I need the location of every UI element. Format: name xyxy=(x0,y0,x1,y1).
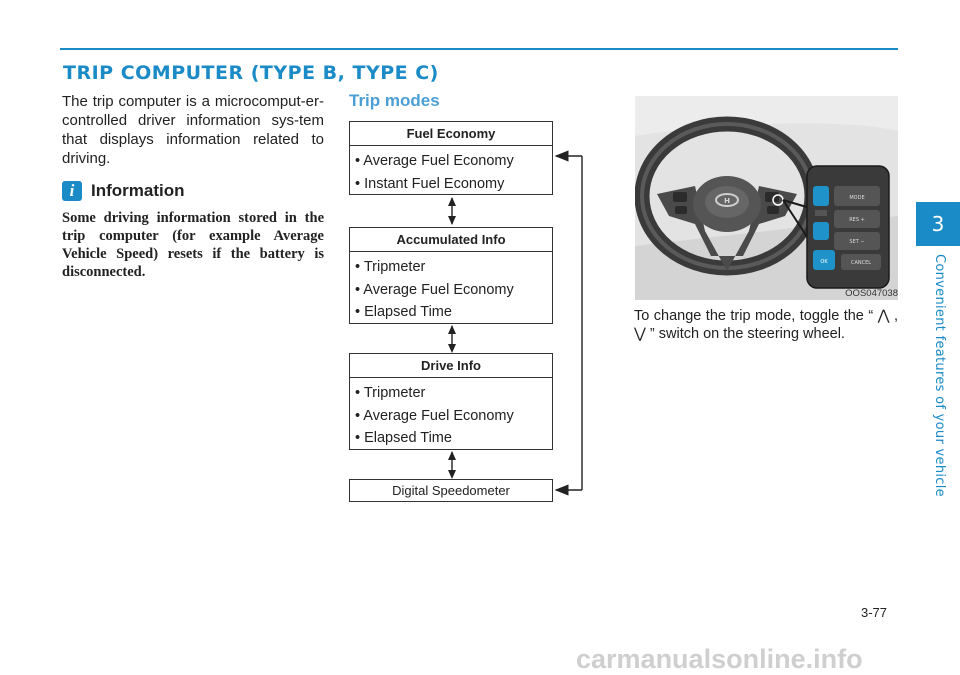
mode-box-items: • Average Fuel Economy • Instant Fuel Ec… xyxy=(350,146,552,195)
mode-item: • Average Fuel Economy xyxy=(355,153,514,169)
svg-text:OK: OK xyxy=(820,259,828,265)
information-text: Some driving information stored in the t… xyxy=(62,210,324,280)
page-number: 3-77 xyxy=(861,605,888,620)
mode-item: • Tripmeter xyxy=(355,259,426,275)
figure-code: OOS047038 xyxy=(845,288,898,299)
trip-modes-heading: Trip modes xyxy=(349,91,440,110)
watermark: carmanualsonline.info xyxy=(576,644,863,674)
mode-item: • Elapsed Time xyxy=(355,304,452,320)
steering-wheel-photo: H MODE RES + SET − OK CANCEL xyxy=(635,96,898,300)
information-icon: i xyxy=(62,181,82,201)
mode-item: • Elapsed Time xyxy=(355,430,452,446)
mode-box-digital-speedometer: Digital Speedometer xyxy=(349,479,553,502)
svg-text:SET −: SET − xyxy=(849,239,864,245)
information-heading: i Information xyxy=(62,181,185,201)
mode-box-title: Accumulated Info xyxy=(350,228,552,252)
double-arrow-2 xyxy=(448,325,456,353)
button-inset-icon: MODE RES + SET − OK CANCEL xyxy=(806,165,890,289)
mode-box-title: Fuel Economy xyxy=(350,122,552,146)
svg-text:MODE: MODE xyxy=(849,195,864,201)
page-title: TRIP COMPUTER (TYPE B, TYPE C) xyxy=(63,62,439,84)
intro-paragraph: The trip computer is a microcomput-er-co… xyxy=(62,93,324,167)
trip-mode-instructions: To change the trip mode, toggle the “ ⋀ … xyxy=(634,308,898,342)
mode-item: • Instant Fuel Economy xyxy=(355,175,505,192)
top-rule xyxy=(60,48,898,50)
mode-box-drive-info: Drive Info • Tripmeter • Average Fuel Ec… xyxy=(349,353,553,450)
svg-text:CANCEL: CANCEL xyxy=(851,260,871,266)
mode-box-accumulated-info: Accumulated Info • Tripmeter • Average F… xyxy=(349,227,553,324)
svg-text:H: H xyxy=(724,197,730,205)
double-arrow-3 xyxy=(448,451,456,479)
double-arrow-1 xyxy=(448,197,456,225)
chapter-number-tab: 3 xyxy=(916,202,960,246)
chapter-title: Convenient features of your vehicle xyxy=(932,254,947,497)
loop-arrow xyxy=(554,150,583,496)
steering-wheel-icon: H xyxy=(635,116,820,276)
mode-item: • Tripmeter xyxy=(355,385,426,401)
mode-box-fuel-economy: Fuel Economy • Average Fuel Economy • In… xyxy=(349,121,553,195)
mode-item: • Average Fuel Economy xyxy=(355,281,514,298)
mode-box-items: • Tripmeter • Average Fuel Economy • Ela… xyxy=(350,378,552,450)
mode-item: • Average Fuel Economy xyxy=(355,407,514,424)
mode-box-items: • Tripmeter • Average Fuel Economy • Ela… xyxy=(350,252,552,324)
mode-box-title: Drive Info xyxy=(350,354,552,378)
svg-text:RES +: RES + xyxy=(849,217,865,223)
information-title: Information xyxy=(91,181,185,200)
